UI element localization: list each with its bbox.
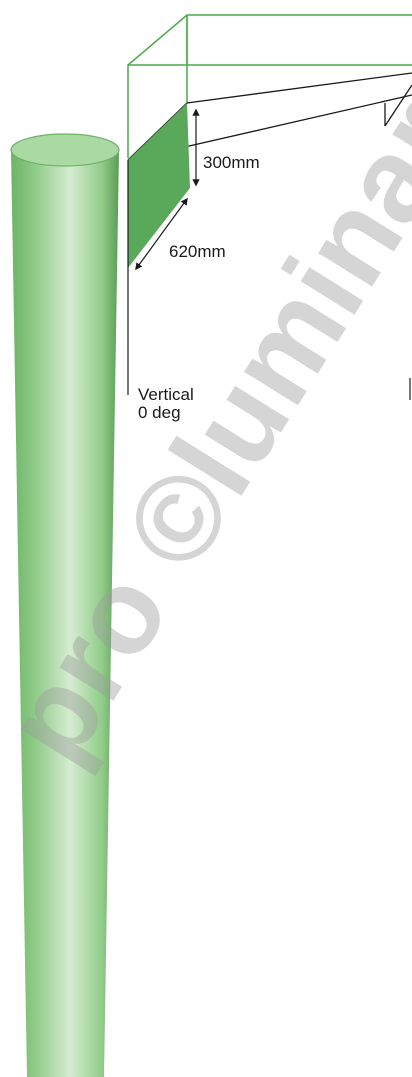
pole [10, 133, 120, 1077]
fixture-housing [127, 14, 412, 158]
pole-top-cap [10, 133, 120, 167]
depth-label: 620mm [169, 242, 226, 261]
pole-body [11, 150, 119, 1077]
angle-label-line1: Vertical [138, 385, 194, 404]
height-label: 300mm [203, 153, 260, 172]
angle-label-line2: 0 deg [138, 403, 181, 422]
depth-dimension-arrow [135, 197, 188, 271]
